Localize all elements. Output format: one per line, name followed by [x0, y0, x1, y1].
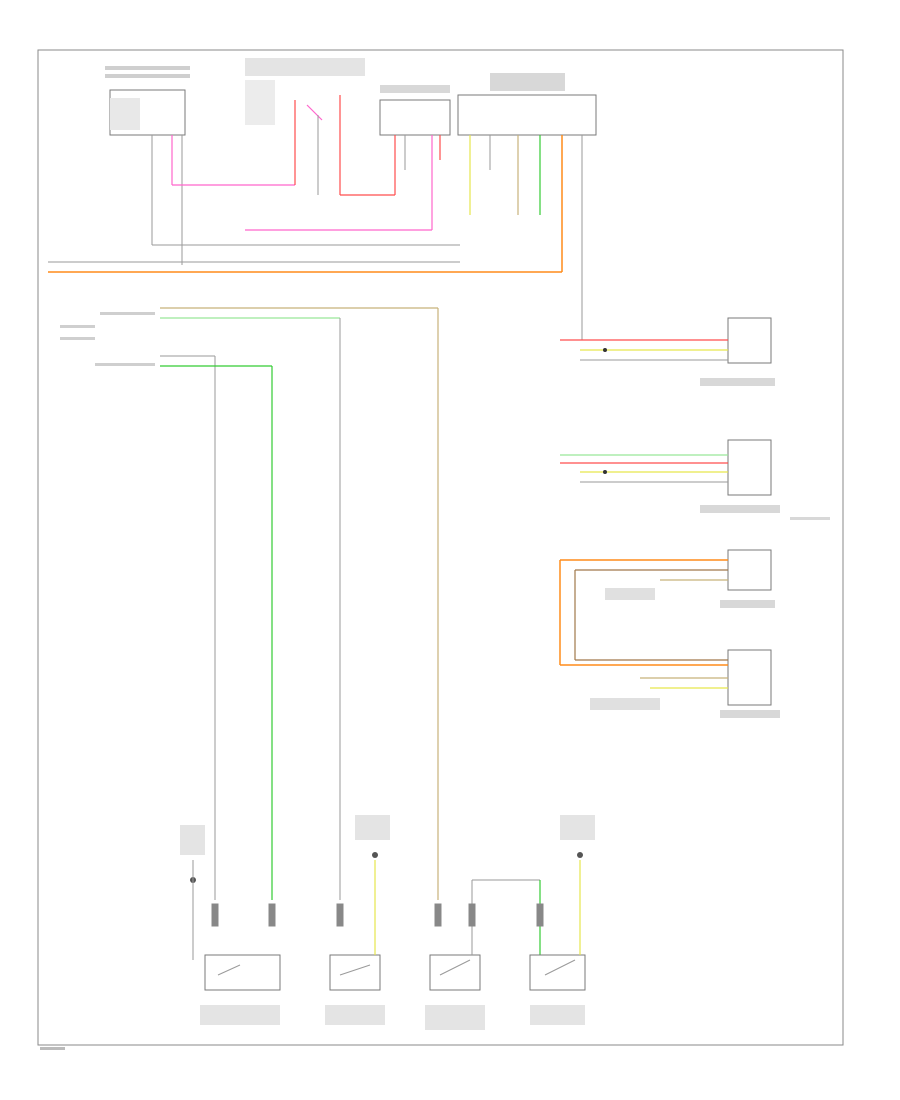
switch-contact: [439, 959, 471, 976]
top-left-module-caption: [105, 74, 190, 78]
right-module-4: [727, 649, 772, 706]
right-module-2: [727, 439, 772, 496]
bottom-left-switch-caption: [200, 1005, 280, 1025]
splice: [603, 348, 607, 352]
footer-code-mark: [40, 1047, 65, 1050]
connector: [211, 903, 219, 927]
bottom-second-switch-caption: [325, 1005, 385, 1025]
center-module-caption: [380, 85, 450, 93]
right-module-1-caption: [700, 378, 775, 386]
bottom-third-switch-caption: [425, 1005, 485, 1030]
left-edge-label: [60, 325, 95, 328]
left-edge-label: [100, 312, 155, 315]
switch-contact: [544, 959, 576, 976]
right-module-2-tag: [790, 517, 830, 520]
fuse-block-caption: [245, 58, 365, 76]
center-module: [379, 99, 451, 136]
bottom-fourth-switch: [529, 954, 586, 991]
bottom-third-switch: [429, 954, 481, 991]
right-module-2-caption: [700, 505, 780, 513]
ground-symbol: [372, 852, 378, 858]
connector: [536, 903, 544, 927]
connector: [434, 903, 442, 927]
bottom-second-sensor-caption: [355, 815, 390, 840]
connector: [336, 903, 344, 927]
connector: [468, 903, 476, 927]
connector: [268, 903, 276, 927]
right-module-3: [727, 549, 772, 591]
bottom-fourth-sensor-caption: [560, 815, 595, 840]
bottom-left-switch: [204, 954, 281, 991]
wire: [306, 104, 323, 121]
left-edge-label: [60, 337, 95, 340]
bottom-left-sensor-caption: [180, 825, 205, 855]
fuse-block-side-label: [245, 80, 275, 125]
right-module-4-note: [590, 698, 660, 710]
switch-contact: [217, 964, 241, 976]
top-left-module-caption: [105, 66, 190, 70]
diagram-frame: [37, 49, 844, 1046]
left-edge-label: [95, 363, 155, 366]
splice: [603, 470, 607, 474]
right-module-4-caption: [720, 710, 780, 718]
right-top-module: [457, 94, 597, 136]
bottom-second-switch: [329, 954, 381, 991]
switch-contact: [339, 964, 371, 976]
ground-symbol: [577, 852, 583, 858]
right-module-1: [727, 317, 772, 364]
right-top-module-caption: [490, 73, 565, 91]
top-left-module-text: [110, 98, 140, 130]
bottom-fourth-switch-caption: [530, 1005, 585, 1025]
right-module-3-caption: [720, 600, 775, 608]
right-module-3-note: [605, 588, 655, 600]
